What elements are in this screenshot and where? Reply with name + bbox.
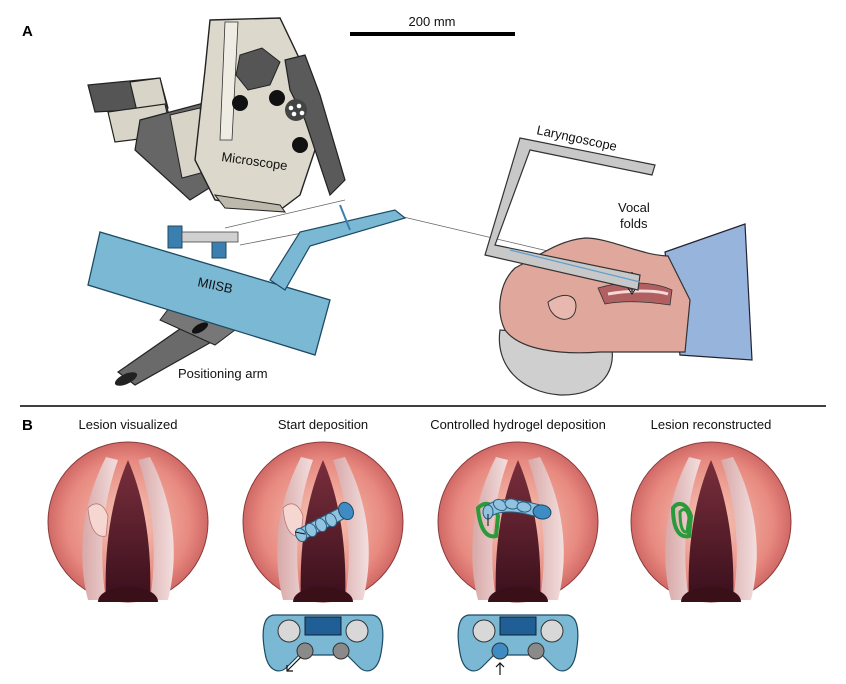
label-vocal-folds-1: Vocal [618,200,650,215]
step-2-title: Start deposition [278,417,368,432]
scale-bar-label: 200 mm [409,14,456,29]
patient-head: Vocal folds [498,200,753,396]
step-3-title: Controlled hydrogel deposition [430,417,606,432]
label-positioning-arm: Positioning arm [178,366,268,381]
step-3-nozzle [482,498,552,526]
controller-icon-step-2 [262,614,384,672]
panel-b-letter: B [22,417,33,434]
label-miisb: MIISB [196,274,234,296]
label-vocal-folds-2: folds [620,216,648,231]
step-1-title: Lesion visualized [78,417,177,432]
microscope-illustration: Microscope [87,17,346,213]
step-2-nozzle [294,501,354,543]
step-1-laryngeal-view [47,441,209,603]
panel-a-letter: A [22,23,33,40]
controller-icon-step-3 [457,614,579,675]
miisb-device: MIISB Positioning arm [87,204,407,386]
step-2-laryngeal-view [242,441,404,603]
scale-bar: 200 mm [350,14,515,36]
step-4-title: Lesion reconstructed [651,417,772,432]
step-3-laryngeal-view [437,441,599,603]
step-4-laryngeal-view [630,441,792,603]
